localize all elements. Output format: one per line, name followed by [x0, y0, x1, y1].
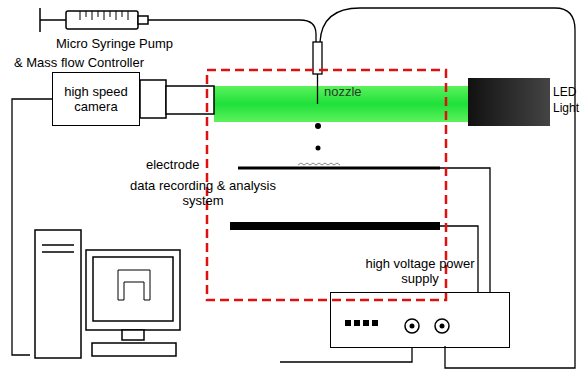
nozzle-tip — [317, 74, 318, 104]
electrode-plate — [238, 167, 440, 170]
node-label: high voltage power supply — [330, 256, 510, 286]
computer-symbol — [35, 230, 180, 358]
droplet — [315, 123, 321, 129]
computer-system: data recording & analysis system — [30, 178, 280, 375]
camera-lens — [140, 80, 166, 118]
power-supply-controls — [345, 319, 449, 333]
electrode-plate — [230, 222, 440, 230]
liquid-film — [298, 163, 340, 165]
node-label: data recording & analysis system — [126, 178, 280, 208]
text-label: electrode — [146, 157, 199, 172]
power-supply: high voltage power supply — [330, 256, 510, 348]
syringe-symbol — [40, 8, 156, 32]
led-lamp — [468, 78, 550, 126]
text-label: Micro Syringe Pump — [56, 36, 173, 51]
node-label: high speed camera — [56, 84, 136, 114]
wire-connector — [12, 99, 52, 355]
led-light: LED Light — [468, 78, 584, 126]
text-label: nozzle — [324, 84, 362, 99]
node-label: LED Light — [553, 84, 583, 116]
power-supply-panel — [330, 292, 510, 348]
camera-box: high speed camera — [52, 72, 140, 126]
droplet — [316, 146, 321, 151]
text-label: & Mass flow Controller — [14, 55, 144, 70]
wire-connector — [280, 348, 412, 362]
